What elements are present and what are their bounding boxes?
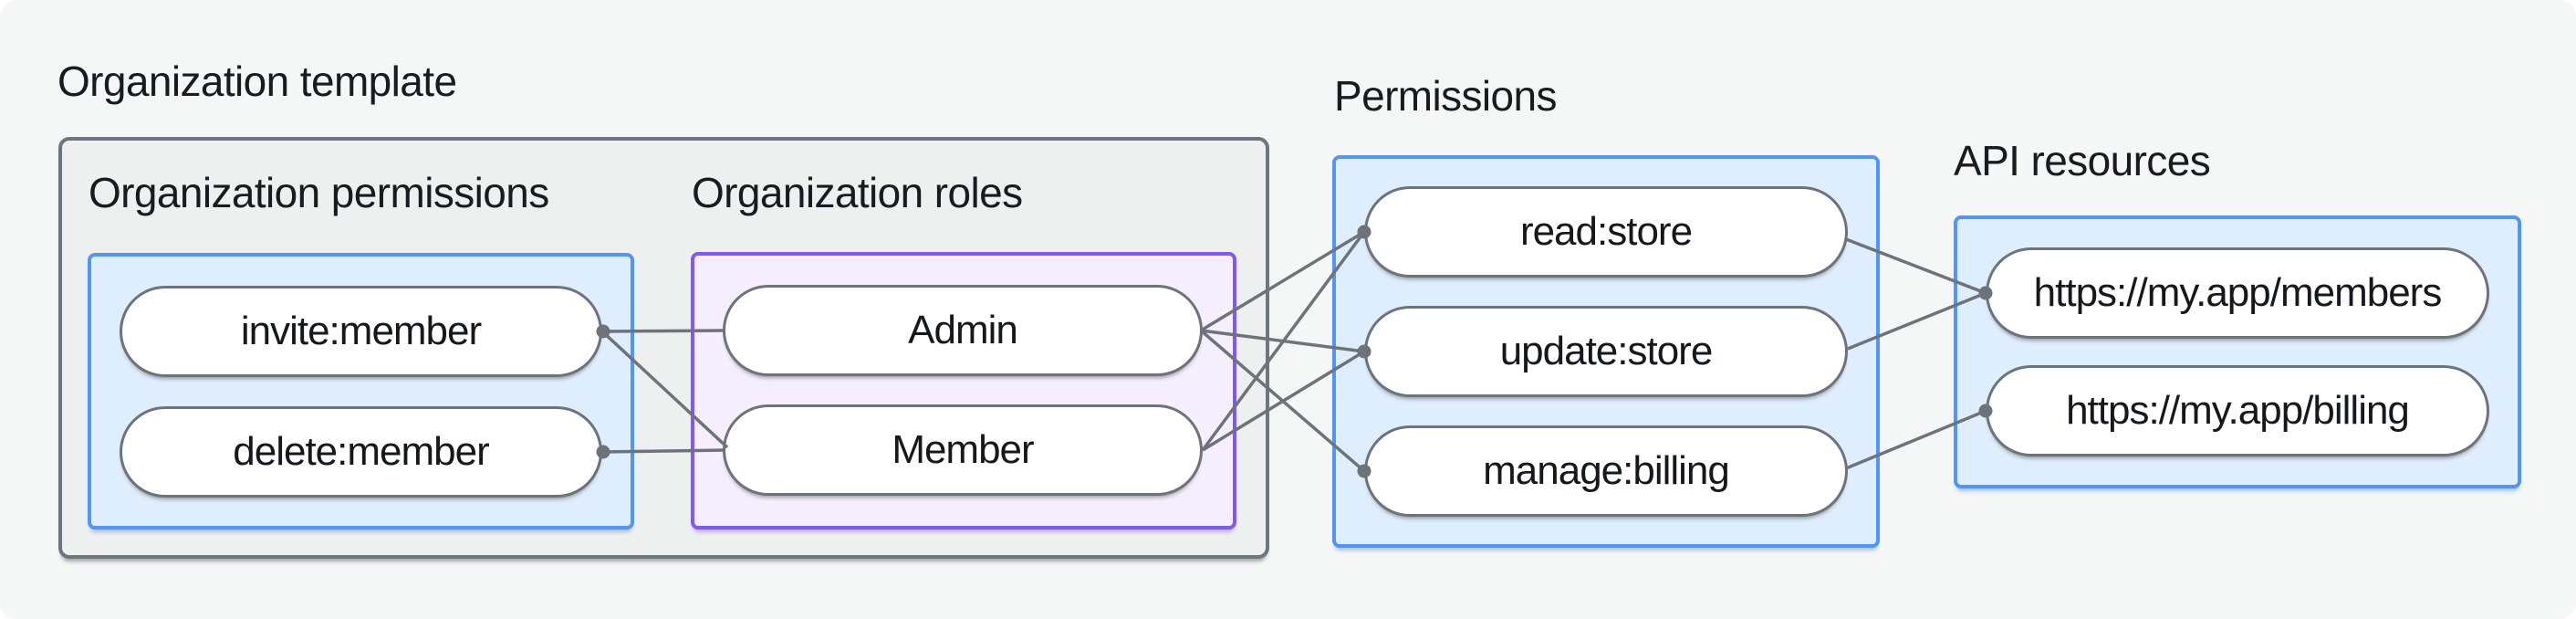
node-delete-member-label: delete:member — [233, 429, 489, 474]
node-read-store-label: read:store — [1519, 209, 1693, 254]
node-admin-role-label: Admin — [908, 308, 1018, 352]
api-resources-label: API resources — [1954, 137, 2211, 184]
node-invite-member: invite:member — [120, 286, 602, 377]
node-manage-billing-label: manage:billing — [1483, 448, 1730, 493]
node-member-role: Member — [723, 404, 1203, 496]
node-manage-billing: manage:billing — [1364, 425, 1848, 517]
node-api-members-label: https://my.app/members — [2033, 270, 2443, 315]
node-delete-member: delete:member — [120, 406, 602, 498]
node-update-store-label: update:store — [1499, 329, 1714, 373]
node-api-members: https://my.app/members — [1986, 247, 2489, 339]
org-permissions-label: Organization permissions — [89, 169, 549, 216]
node-member-role-label: Member — [892, 427, 1034, 472]
node-api-billing-label: https://my.app/billing — [2066, 388, 2410, 433]
node-api-billing: https://my.app/billing — [1986, 365, 2489, 456]
node-update-store: update:store — [1364, 306, 1848, 397]
node-invite-member-label: invite:member — [240, 309, 482, 353]
org-template-title: Organization template — [57, 58, 457, 105]
permissions-label: Permissions — [1334, 72, 1558, 120]
node-admin-role: Admin — [723, 285, 1203, 376]
org-roles-label: Organization roles — [692, 169, 1023, 216]
node-read-store: read:store — [1364, 186, 1848, 278]
